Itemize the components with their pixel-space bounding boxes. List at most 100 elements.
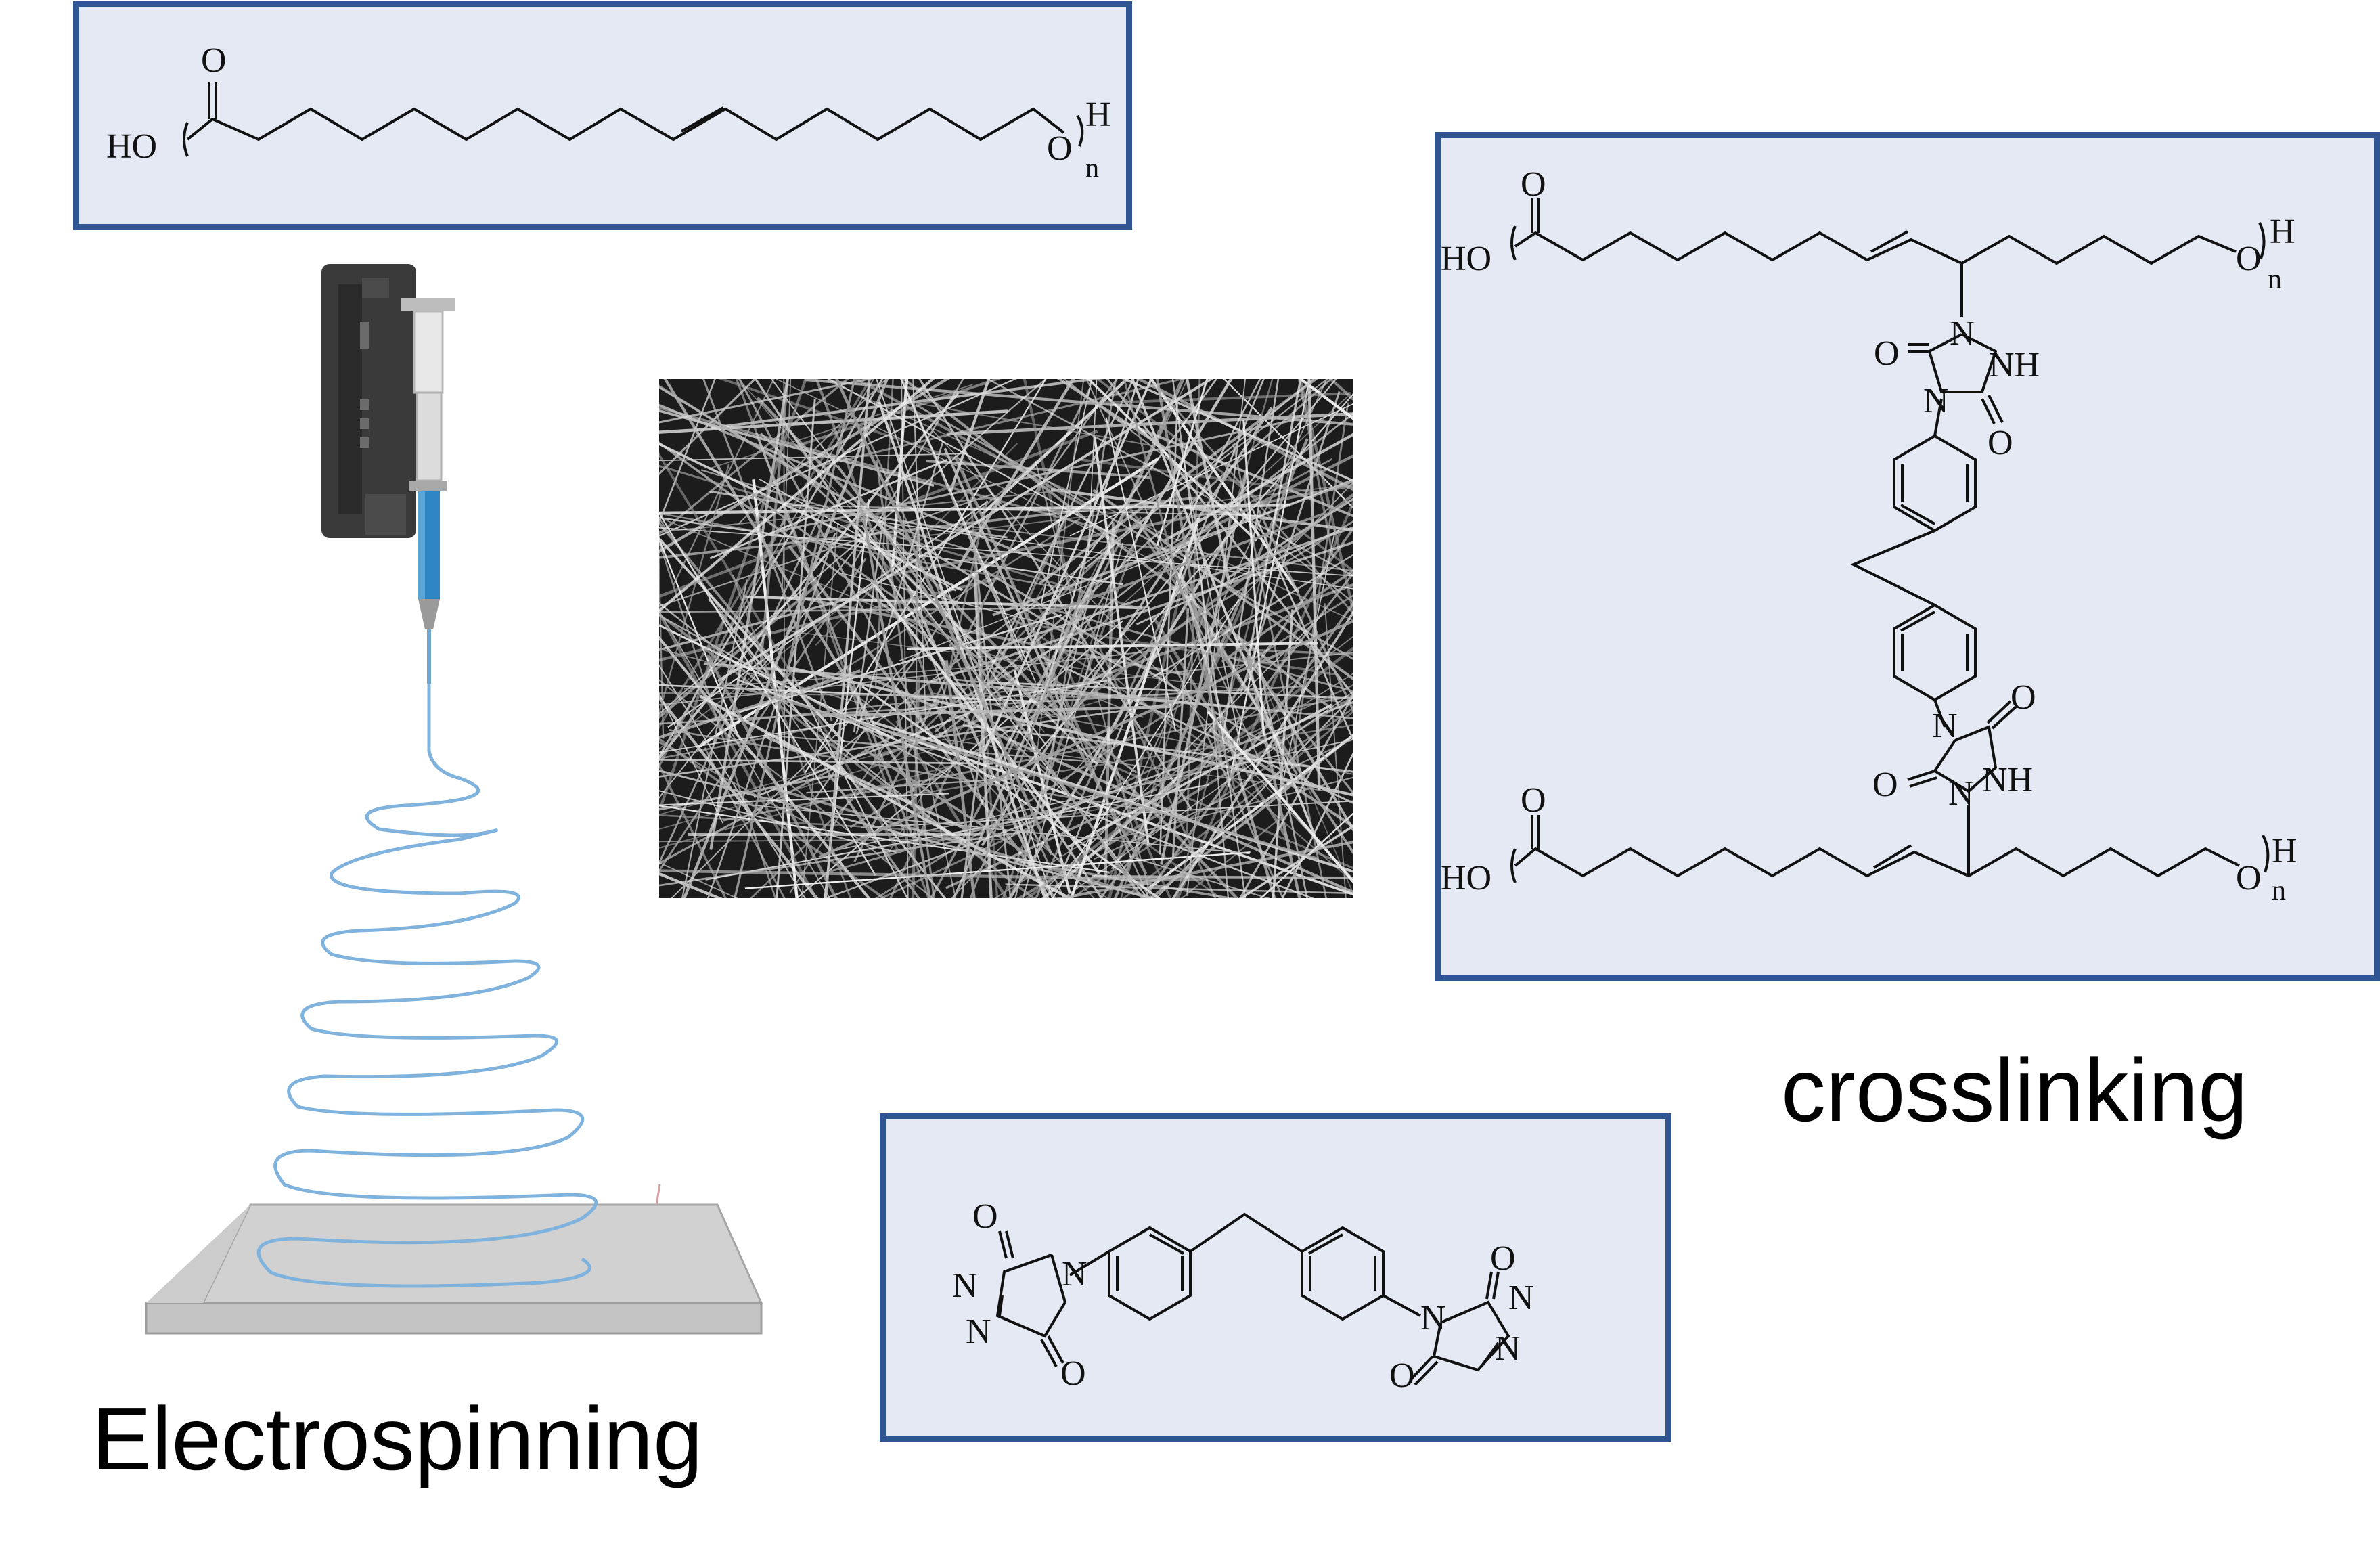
sem-fiber — [879, 749, 1192, 898]
bottom-ho-label: HO — [1441, 859, 1491, 897]
sem-fiber — [1014, 859, 1236, 898]
sem-fiber — [659, 493, 994, 607]
sem-fiber — [659, 537, 845, 743]
sem-fiber — [1071, 379, 1337, 697]
sem-fiber — [756, 397, 1239, 898]
sem-fiber — [668, 728, 1173, 816]
sem-fiber — [1023, 379, 1071, 586]
sem-fiber — [726, 682, 1318, 860]
sem-fiber — [659, 379, 849, 535]
electrospinning-apparatus — [145, 264, 763, 1335]
sem-fiber — [1169, 655, 1284, 898]
sem-fiber — [912, 379, 926, 720]
sem-fiber — [659, 761, 964, 849]
sem-fiber — [659, 664, 806, 898]
sem-fiber — [864, 539, 1023, 729]
sem-fiber — [759, 379, 790, 666]
sem-fiber — [861, 514, 931, 898]
sem-fiber — [659, 379, 716, 525]
sem-fiber — [1086, 379, 1258, 542]
sem-fiber-mat-image — [659, 379, 1353, 898]
sem-fiber — [1046, 512, 1325, 615]
sem-fiber — [659, 680, 1107, 753]
sem-fiber — [874, 594, 1353, 898]
sem-fiber — [659, 539, 777, 898]
sem-fiber — [1123, 379, 1236, 789]
sem-fiber — [874, 379, 894, 686]
bottom-o-end: O — [2236, 859, 2262, 897]
sem-fiber — [659, 790, 897, 853]
sem-fiber — [735, 379, 930, 898]
monomer-ho-label: HO — [106, 127, 157, 166]
sem-fiber — [659, 429, 1098, 598]
ring1-nh-label: NH — [1989, 346, 2040, 384]
sem-fiber — [1037, 654, 1353, 804]
sem-fiber — [1226, 497, 1353, 579]
sem-fiber — [1242, 420, 1265, 736]
sem-fiber — [706, 654, 838, 898]
sem-fiber — [659, 379, 1047, 715]
sem-fiber — [1171, 611, 1353, 898]
crosslinked-structure-panel: O HO O H n N NH N O O N N NH O O O HO O … — [1435, 132, 2380, 981]
sem-fiber — [1146, 541, 1353, 854]
sem-fiber — [1054, 841, 1353, 898]
sem-fiber — [659, 610, 818, 898]
sem-fiber — [1207, 711, 1353, 883]
sem-fiber — [1328, 379, 1353, 401]
sem-fiber — [792, 504, 1262, 516]
sem-fiber — [901, 379, 1333, 710]
top-n-subscript: n — [2268, 264, 2282, 295]
sem-fiber — [744, 851, 1251, 889]
sem-fiber — [1013, 669, 1071, 894]
sem-fiber — [1174, 454, 1353, 548]
monomer-carbonyl-o: O — [201, 41, 227, 80]
sem-fiber-network — [659, 379, 1353, 898]
sem-fiber — [960, 702, 987, 898]
sem-fiber — [1281, 752, 1353, 898]
sem-fiber — [717, 379, 1214, 682]
sem-fiber — [1142, 602, 1353, 898]
sem-fiber — [1092, 874, 1353, 879]
sem-fiber — [1223, 379, 1353, 509]
sem-fiber — [1110, 527, 1353, 870]
sem-fiber — [659, 610, 831, 898]
sem-fiber — [1307, 379, 1321, 791]
sem-fiber — [699, 694, 1073, 898]
sem-fiber — [659, 759, 993, 765]
ring1-n4-label: N — [1923, 382, 1949, 420]
sem-fiber — [1259, 812, 1353, 898]
top-h-end: H — [2270, 213, 2295, 251]
sem-fiber — [840, 511, 1098, 766]
top-carbonyl-o: O — [1521, 165, 1546, 204]
sem-fiber — [1064, 379, 1188, 631]
sem-fiber — [751, 493, 1138, 774]
sem-fiber — [659, 814, 947, 833]
monomer-o-end: O — [1047, 129, 1073, 168]
sem-fiber — [930, 427, 1353, 880]
sem-fiber — [889, 503, 1074, 898]
sem-fiber — [822, 705, 1173, 717]
right-ring-o-bottom: O — [1389, 1356, 1415, 1395]
sem-fiber — [659, 392, 960, 761]
sem-fiber — [930, 539, 1122, 898]
sem-fiber — [827, 772, 920, 898]
monomer-structure-panel: O HO O H n — [73, 1, 1132, 230]
sem-fiber — [981, 526, 1353, 654]
sem-fiber — [755, 433, 914, 839]
sem-fiber — [659, 511, 876, 877]
sem-fiber — [711, 379, 1104, 430]
sem-fiber — [1129, 856, 1270, 898]
sem-fiber — [659, 386, 1125, 670]
sem-fiber — [733, 803, 1250, 855]
sem-fiber — [969, 590, 1084, 898]
left-ring-o-top: O — [972, 1197, 998, 1236]
sem-fiber — [1221, 569, 1353, 663]
sem-fiber — [659, 762, 727, 898]
sem-fiber — [659, 692, 1194, 699]
sem-fiber — [1009, 620, 1339, 676]
sem-fiber — [827, 379, 1119, 538]
sem-fiber — [1135, 520, 1353, 795]
sem-fiber — [659, 516, 1144, 718]
sem-fiber — [734, 379, 856, 898]
sem-fiber — [659, 379, 872, 729]
